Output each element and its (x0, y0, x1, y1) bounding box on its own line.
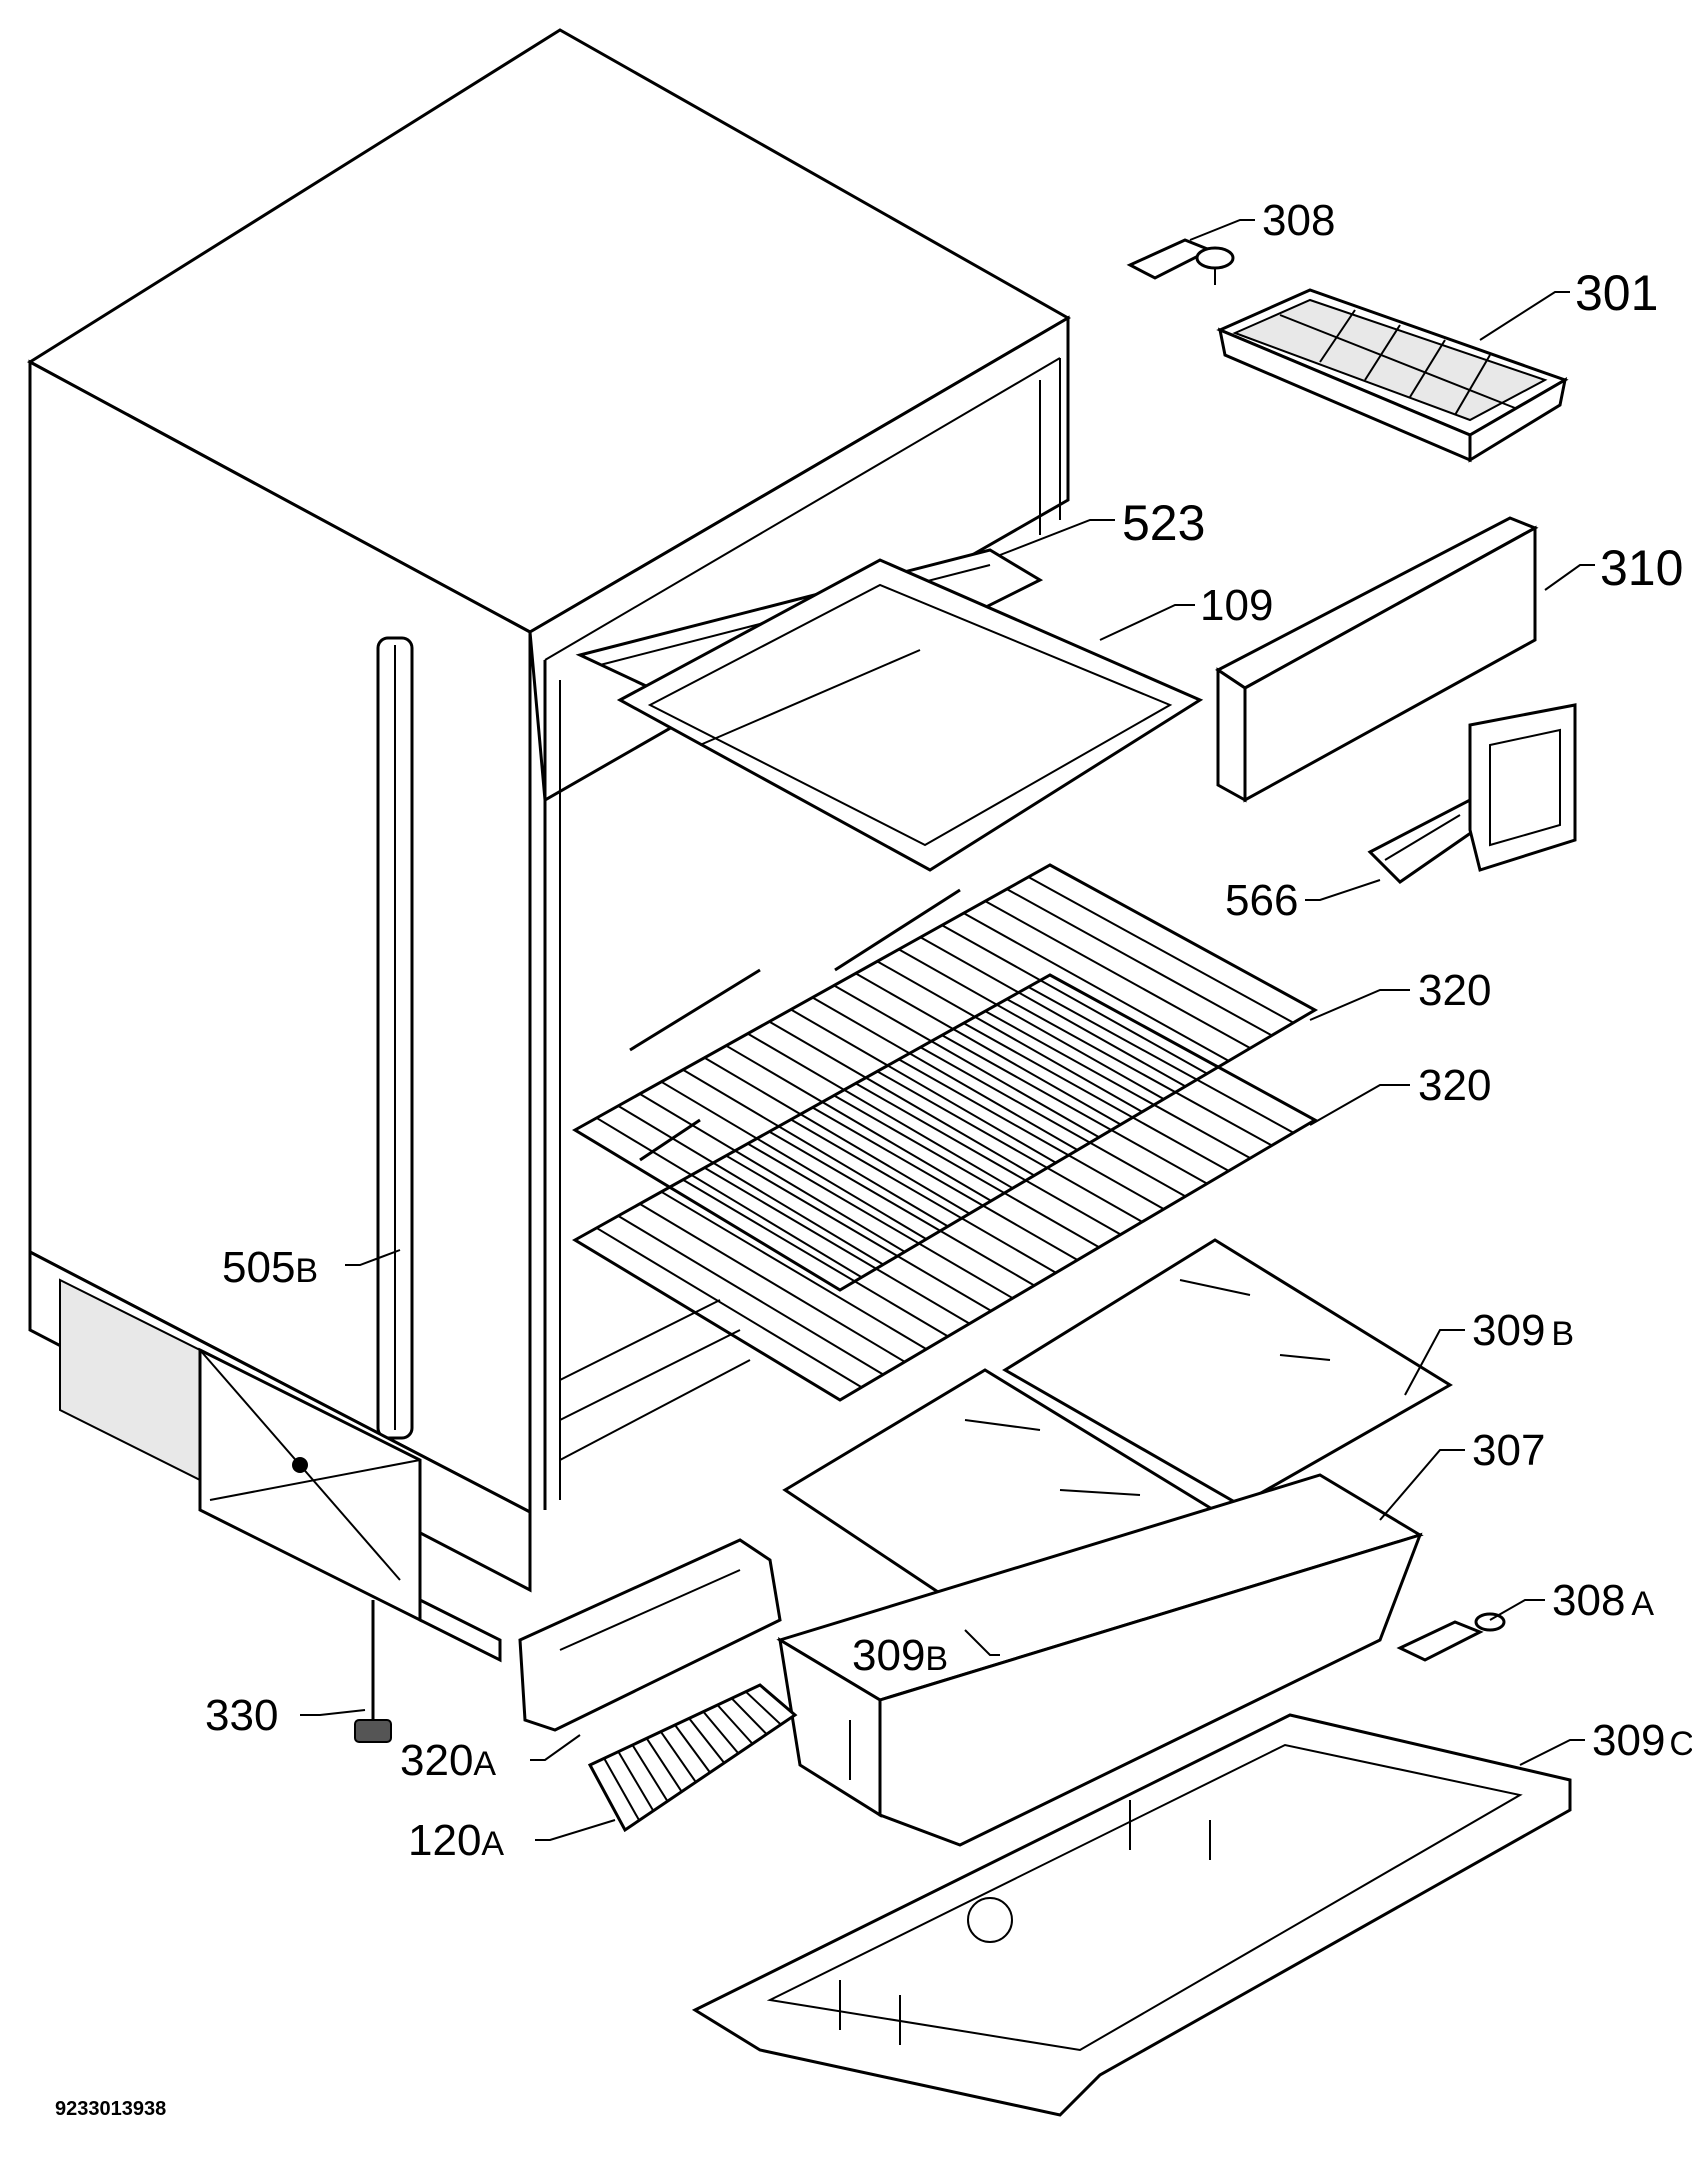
shelf-wire (682, 1178, 949, 1338)
shelf-wire (768, 1130, 1035, 1287)
shelf-wire (963, 912, 1230, 1062)
mesh-wire (688, 1717, 725, 1764)
part-label-301: 301 (1575, 265, 1658, 321)
leveling-foot (354, 1600, 392, 1743)
part-label-120a: 120A (408, 1816, 504, 1865)
shelf-wire (768, 1020, 1035, 1177)
mesh-filter (587, 1683, 798, 1833)
shelf-wire (660, 1190, 927, 1350)
part-label-320a: 320A (400, 1736, 496, 1785)
part-label-308: 308 (1262, 196, 1335, 245)
mesh-wire (716, 1704, 754, 1745)
shelf-wire (639, 1093, 906, 1253)
shelf-wire (1027, 876, 1294, 1024)
part-labels: 308 301 523 310 109 566 320 320 505B 309… (205, 196, 1692, 1865)
ice-scraper (1367, 703, 1577, 884)
shelf-wire (725, 1044, 992, 1202)
hinge-clip-top (1126, 238, 1235, 285)
shelf-wire (984, 900, 1251, 1050)
shelf-wire (747, 1142, 1014, 1300)
shelf-wire (596, 1117, 863, 1279)
shelf-wire (812, 996, 1078, 1151)
shelf-wire (833, 1094, 1100, 1249)
shelf-wire (898, 948, 1165, 1100)
part-label-109: 109 (1200, 581, 1273, 630)
part-label-310: 310 (1600, 540, 1683, 596)
crisper-lid-upper (1002, 1238, 1453, 1507)
shelf-wire (812, 1106, 1078, 1261)
hinge-clip-bottom (1396, 1612, 1506, 1662)
mesh-wire (645, 1737, 683, 1793)
document-number: 9233013938 (55, 2098, 167, 2120)
part-label-505b: 505B (222, 1243, 318, 1292)
shelf-wire (725, 1154, 992, 1312)
ice-cube-tray-icon (1216, 288, 1569, 463)
freezer-flap (1215, 516, 1539, 803)
shelf-wire (704, 1056, 971, 1215)
shelf-wire (790, 1118, 1057, 1274)
crisper-drawer-icon (776, 1473, 1424, 1847)
shelf-wire (1006, 998, 1273, 1147)
shelf-wire (855, 972, 1122, 1126)
shelf-wire (617, 1105, 884, 1266)
shelf-wire (660, 1080, 927, 1240)
shelf-wire (1006, 888, 1273, 1037)
leader-lines (300, 219, 1595, 1841)
shelf-wire (984, 1010, 1251, 1160)
drip-tray (616, 558, 1204, 872)
shelf-wire (682, 1068, 949, 1228)
part-label-330: 330 (205, 1691, 278, 1740)
shelf-wire (833, 984, 1100, 1139)
shelf-wire (790, 1008, 1057, 1164)
part-label-566: 566 (1225, 876, 1298, 925)
shelf-wire (941, 924, 1208, 1075)
shelf-wire (596, 1227, 863, 1389)
part-label-309b-lower: 309B (852, 1631, 948, 1680)
shelf-wire (617, 1215, 884, 1376)
part-label-307: 307 (1472, 1426, 1545, 1475)
shelf-wire (919, 1046, 1186, 1198)
shelf-wire (963, 1022, 1230, 1172)
part-label-320-upper: 320 (1418, 966, 1491, 1015)
shelf-wire (898, 1058, 1165, 1210)
mesh-wire (617, 1751, 655, 1812)
mesh-wire (745, 1690, 782, 1726)
mesh-wire (660, 1731, 697, 1783)
grille-cover (518, 1538, 782, 1732)
shelf-wire (941, 1034, 1208, 1185)
mesh-wire (730, 1697, 768, 1735)
mesh-wire (603, 1757, 641, 1821)
shelf-wire (639, 1203, 906, 1363)
shelf-wire (747, 1032, 1014, 1190)
shelf-wire (1027, 986, 1294, 1134)
wire-shelf-icon (572, 863, 1319, 1402)
bottom-tray (691, 1713, 1572, 2117)
part-label-523: 523 (1122, 495, 1205, 551)
shelf-wire (876, 960, 1143, 1113)
mesh-wire (631, 1744, 669, 1802)
mesh-wire (674, 1724, 711, 1774)
mesh-wire (702, 1711, 740, 1754)
shelf-wire (855, 1082, 1122, 1236)
shelf-wire (704, 1166, 971, 1325)
shelf-wire (919, 936, 1186, 1088)
part-label-320-lower: 320 (1418, 1061, 1491, 1110)
shelf-wire (876, 1070, 1143, 1223)
